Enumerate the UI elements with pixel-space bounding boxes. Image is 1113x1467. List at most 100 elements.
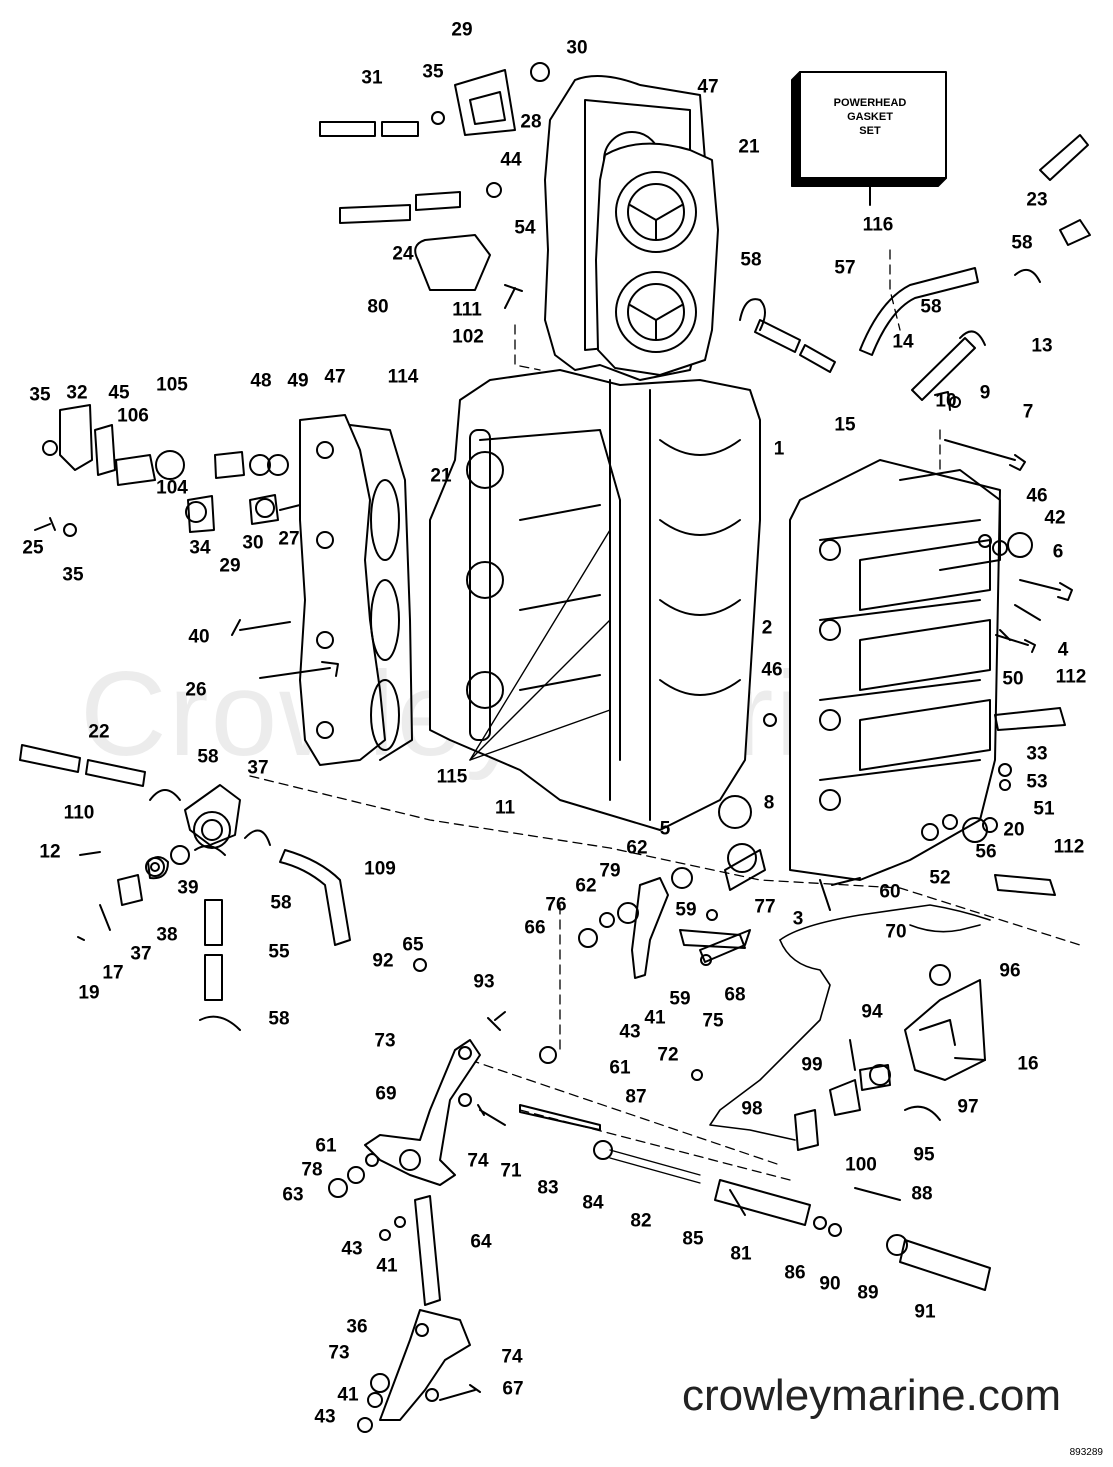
- cylinder-block: [429, 369, 761, 831]
- part-callout: 115: [436, 766, 468, 788]
- part-callout: 56: [975, 841, 997, 863]
- part-callout: 51: [1033, 798, 1055, 820]
- part-callout: 12: [39, 841, 61, 863]
- part-callout: 13: [1031, 335, 1053, 357]
- part-callout: 43: [314, 1406, 336, 1428]
- part-callout: 54: [514, 217, 536, 239]
- part-callout: 77: [754, 896, 776, 918]
- part-callout: 9: [979, 382, 991, 404]
- part-callout: 63: [282, 1184, 304, 1206]
- part-callout: 30: [566, 37, 588, 59]
- part-callout: 92: [372, 950, 394, 972]
- cylinder-head-side: [299, 414, 413, 766]
- part-callout: 87: [625, 1086, 647, 1108]
- part-callout: 48: [250, 370, 272, 392]
- part-callout: 72: [657, 1044, 679, 1066]
- part-callout: 15: [834, 414, 856, 436]
- part-callout: 47: [697, 76, 719, 98]
- part-callout: 7: [1022, 401, 1034, 423]
- part-callout: 58: [197, 746, 219, 768]
- part-callout: 94: [861, 1001, 883, 1023]
- part-callout: 37: [130, 943, 152, 965]
- part-callout: 43: [619, 1021, 641, 1043]
- part-callout: 93: [473, 971, 495, 993]
- bolts-and-fittings: [34, 62, 1073, 1433]
- wire-harness: [709, 904, 991, 1141]
- part-callout: 62: [575, 875, 597, 897]
- figure-number: 893289: [1069, 1447, 1103, 1458]
- part-callout: 73: [328, 1342, 350, 1364]
- part-callout: 66: [524, 917, 546, 939]
- part-callout: 91: [914, 1301, 936, 1323]
- part-callout: 79: [599, 860, 621, 882]
- site-url: crowleymarine.com: [682, 1371, 1061, 1420]
- part-callout: 99: [801, 1054, 823, 1076]
- part-callout: 112: [1053, 836, 1085, 858]
- part-callout: 82: [630, 1210, 652, 1232]
- part-callout: 112: [1055, 666, 1087, 688]
- part-callout: 76: [545, 894, 567, 916]
- part-callout: 69: [375, 1083, 397, 1105]
- part-callout: 86: [784, 1262, 806, 1284]
- part-callout: 23: [1026, 189, 1048, 211]
- part-callout: 5: [659, 818, 671, 840]
- part-callout: 25: [22, 537, 44, 559]
- part-callout: 74: [467, 1150, 489, 1172]
- part-callout: 41: [644, 1007, 666, 1029]
- part-callout: 45: [108, 382, 130, 404]
- part-callout: 46: [761, 659, 783, 681]
- part-callout: 106: [117, 405, 149, 427]
- part-callout: 20: [1003, 819, 1025, 841]
- part-callout: 59: [675, 899, 697, 921]
- part-callout: 98: [741, 1098, 763, 1120]
- gasket-set-line-1: POWERHEAD: [833, 97, 907, 109]
- part-callout: 37: [247, 757, 269, 779]
- part-callout: 97: [957, 1096, 979, 1118]
- part-callout: 58: [268, 1008, 290, 1030]
- part-callout: 1: [773, 438, 785, 460]
- part-callout: 38: [156, 924, 178, 946]
- part-callout: 58: [920, 296, 942, 318]
- gasket-set-line-2: GASKET: [847, 111, 893, 123]
- part-callout: 75: [702, 1010, 724, 1032]
- part-callout: 89: [857, 1282, 879, 1304]
- part-callout: 73: [374, 1030, 396, 1052]
- part-callout: 27: [278, 528, 300, 550]
- part-callout: 47: [324, 366, 346, 388]
- part-callout: 74: [501, 1346, 523, 1368]
- part-callout: 28: [520, 111, 542, 133]
- gasket-set-label: POWERHEAD GASKET SET: [792, 96, 948, 138]
- part-callout: 61: [315, 1135, 337, 1157]
- part-callout: 29: [219, 555, 241, 577]
- part-callout: 10: [935, 390, 957, 412]
- part-callout: 53: [1026, 771, 1048, 793]
- part-callout: 116: [862, 214, 894, 236]
- part-callout: 109: [364, 858, 396, 880]
- part-callout: 61: [609, 1057, 631, 1079]
- part-callout: 21: [430, 465, 452, 487]
- part-callout: 58: [1011, 232, 1033, 254]
- part-callout: 21: [738, 136, 760, 158]
- part-callout: 26: [185, 679, 207, 701]
- gasket-set-line-3: SET: [859, 125, 881, 137]
- gasket-set-box: [791, 71, 947, 206]
- part-callout: 83: [537, 1177, 559, 1199]
- part-callout: 80: [367, 296, 389, 318]
- part-callout: 31: [361, 67, 383, 89]
- part-callout: 114: [387, 366, 419, 388]
- part-callout: 84: [582, 1192, 604, 1214]
- part-callout: 67: [502, 1378, 524, 1400]
- part-callout: 68: [724, 984, 746, 1006]
- part-callout: 35: [29, 384, 51, 406]
- part-callout: 30: [242, 532, 264, 554]
- part-callout: 78: [301, 1159, 323, 1181]
- part-callout: 64: [470, 1231, 492, 1253]
- part-callout: 88: [911, 1183, 933, 1205]
- part-callout: 60: [879, 881, 901, 903]
- part-callout: 34: [189, 537, 211, 559]
- part-callout: 44: [500, 149, 522, 171]
- crankcase-cover: [789, 459, 1001, 881]
- part-callout: 62: [626, 837, 648, 859]
